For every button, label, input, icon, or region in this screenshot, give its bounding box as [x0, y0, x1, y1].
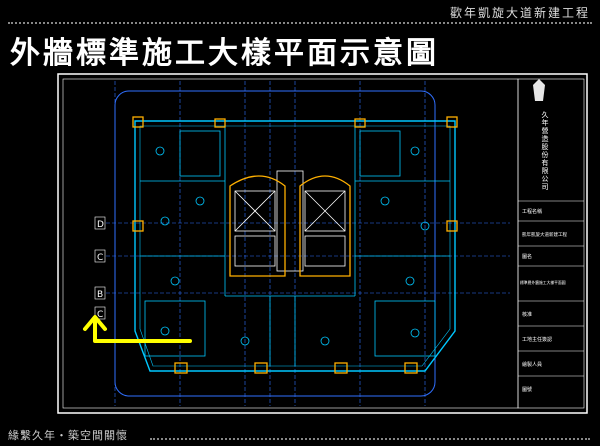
- top-dotted-divider: [8, 22, 592, 24]
- interior-walls: [140, 126, 450, 366]
- building-outline: [134, 120, 456, 372]
- title-block-row: 凱年凱旋大道新建工程: [522, 231, 567, 238]
- drawing-frame: [57, 73, 588, 414]
- project-title: 歡年凱旋大道新建工程: [449, 6, 590, 20]
- detail-markers: [132, 116, 458, 374]
- yellow-arrow-annotation: [83, 315, 192, 343]
- bottom-dotted-divider: [150, 438, 590, 440]
- grid-label: C: [97, 253, 103, 263]
- grid-label: C: [97, 310, 103, 320]
- title-block-row: 工地主任簽認: [522, 336, 552, 343]
- site-boundary: [114, 90, 436, 397]
- slide-headline: 外牆標準施工大樣平面示意圖: [10, 36, 439, 71]
- core-blocks: [234, 170, 346, 272]
- footer-motto: 緣繫久年・築空間關懷: [8, 429, 128, 442]
- grid-label: D: [97, 220, 104, 230]
- floor-plan-drawing: D C B C 久年營造股份有限公司 工程名稱 凱年凱旋大道新建工程 圖名 標準…: [55, 71, 590, 416]
- title-block-row: 核准: [522, 311, 532, 318]
- title-block-row: 繪製人員: [522, 361, 542, 368]
- title-block-row: 標準層外牆施工大樣平面圖: [520, 280, 566, 285]
- company-logo: [533, 79, 545, 101]
- title-block-row: 圖號: [522, 386, 532, 393]
- title-block-company: 久年營造股份有限公司: [541, 110, 549, 191]
- title-block: [517, 78, 585, 409]
- title-block-row: 工程名稱: [522, 208, 542, 215]
- fixture-symbols: [155, 146, 430, 346]
- grid-bubbles: [94, 216, 106, 320]
- title-block-row: 圖名: [522, 253, 532, 260]
- grid-label: B: [97, 290, 103, 300]
